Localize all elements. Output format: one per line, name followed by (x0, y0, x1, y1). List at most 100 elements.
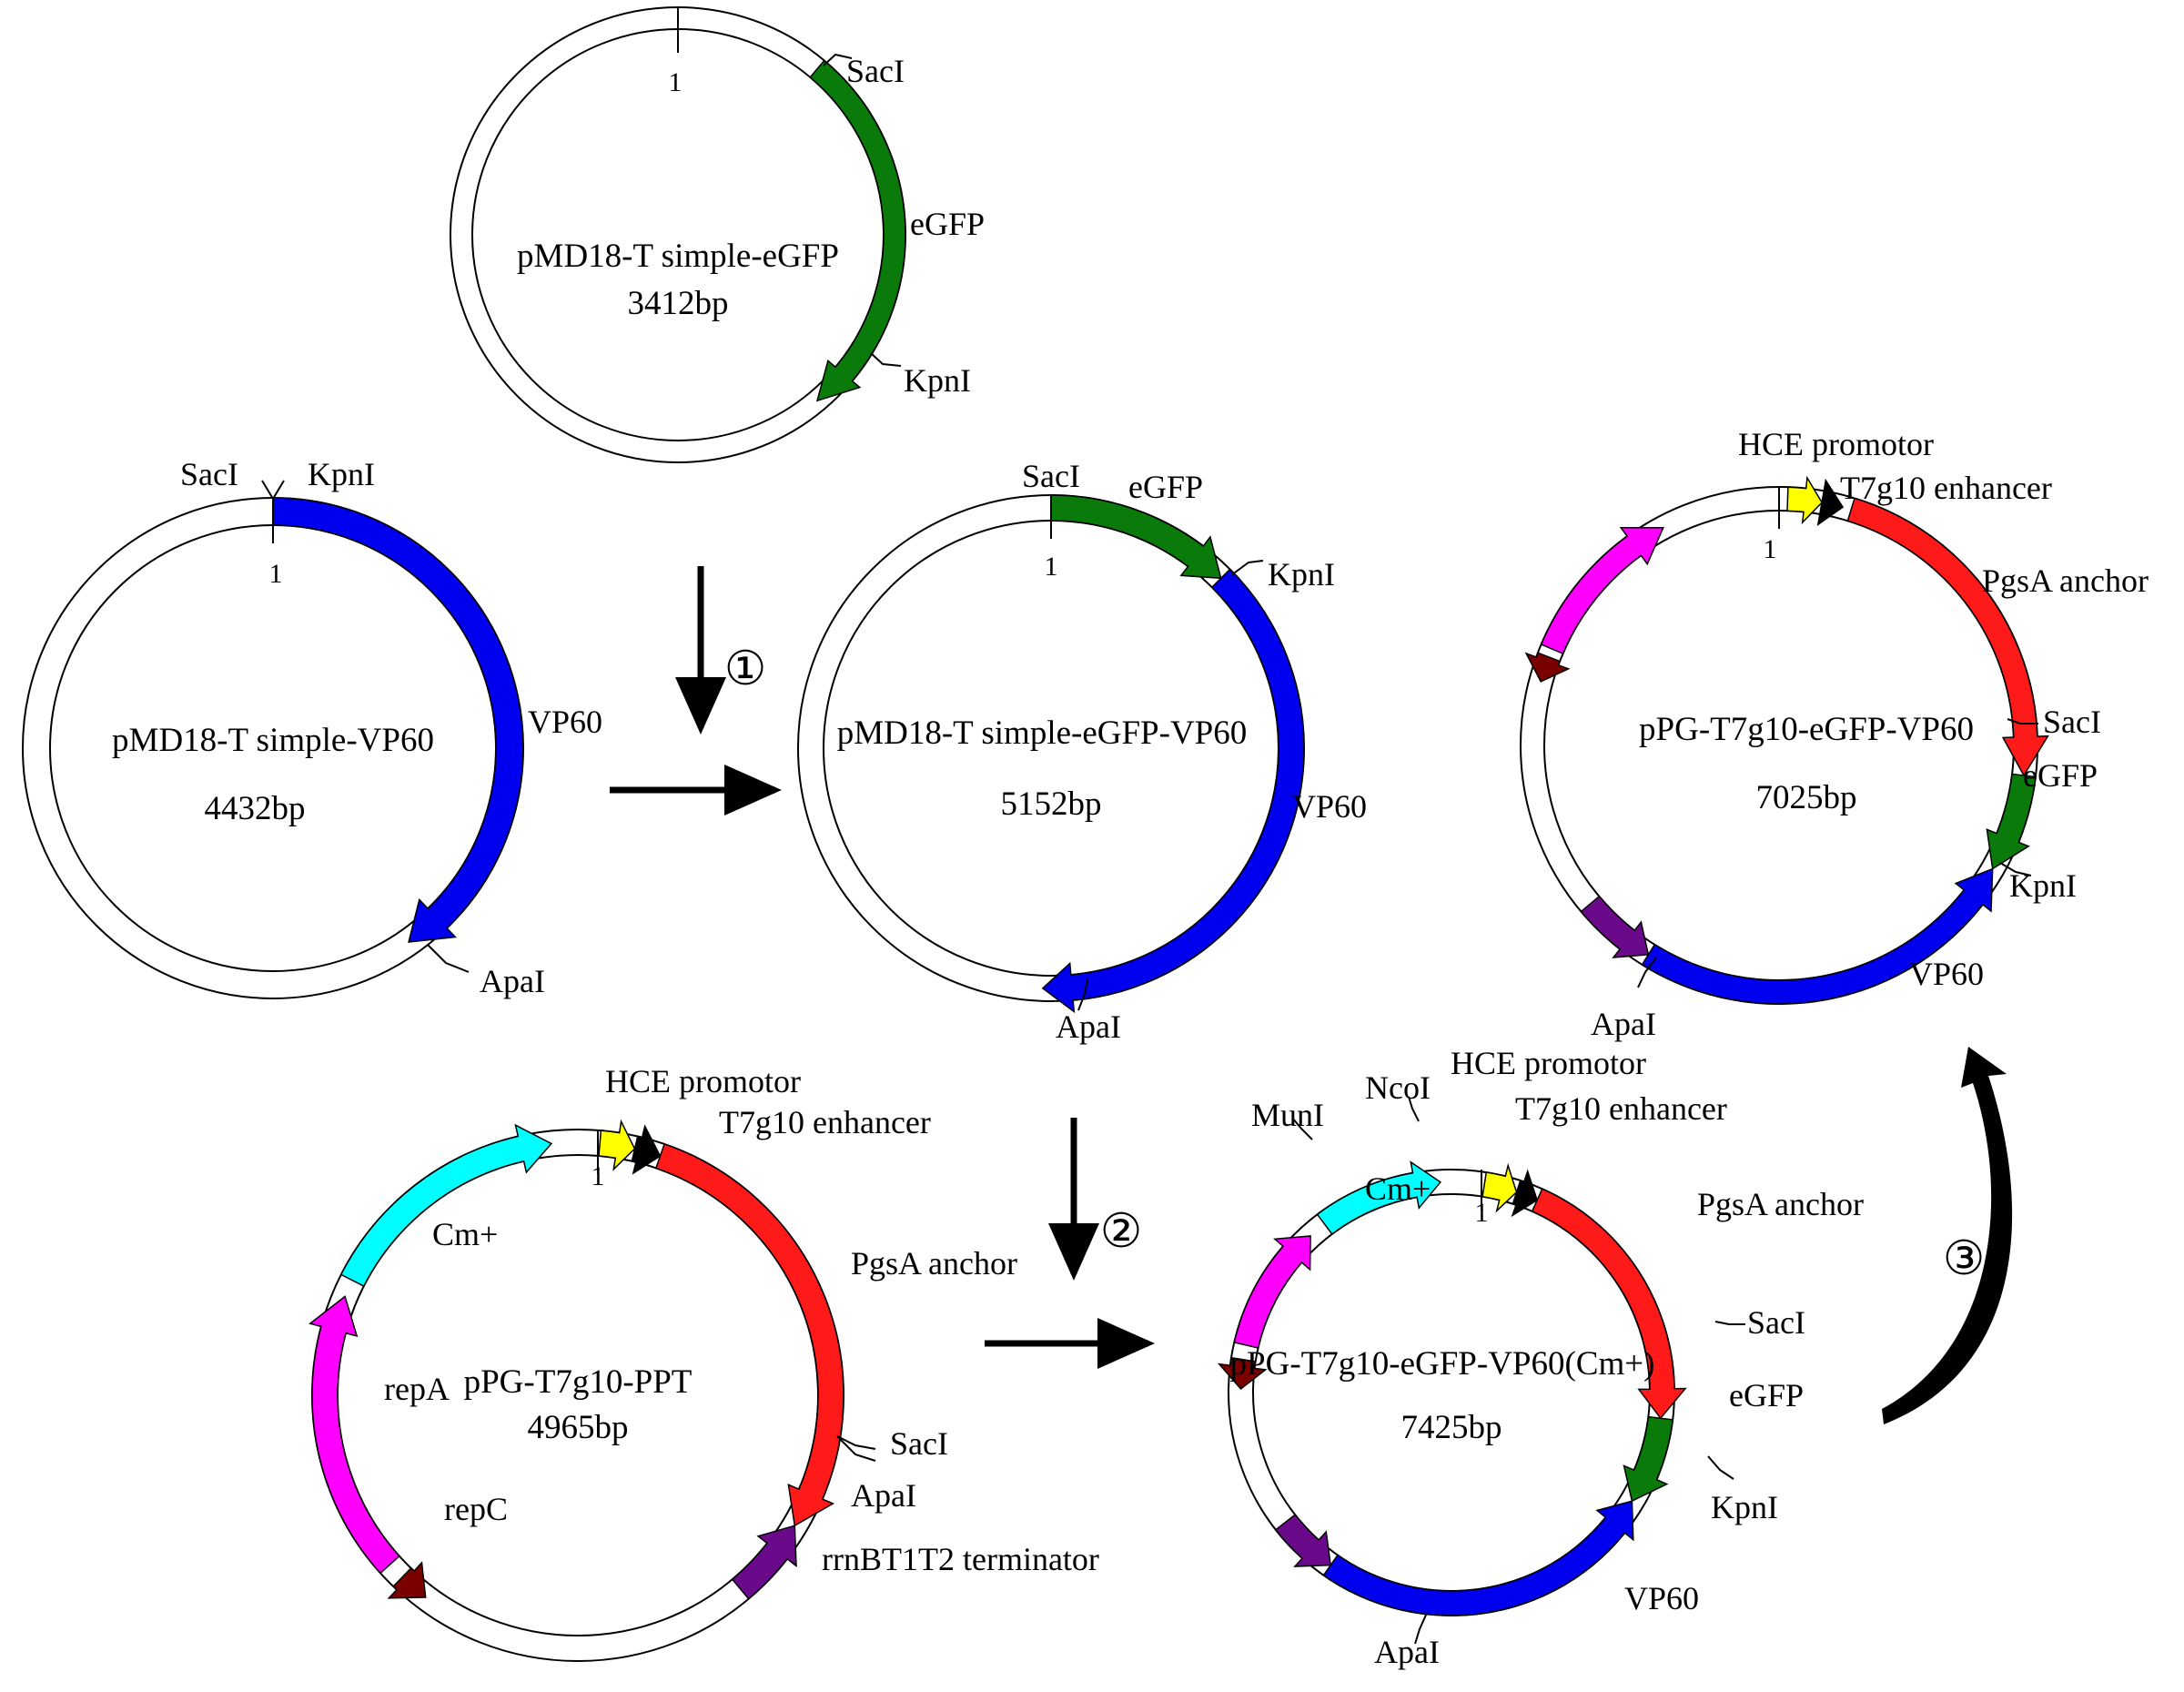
step2-badge: ② (1100, 1206, 1143, 1258)
p6-pgsa-label: PgsA anchor (1697, 1186, 1864, 1222)
p6-hce-arrow (1481, 1162, 1518, 1213)
p6-t7g10-arrow (1511, 1169, 1539, 1218)
p4-egfp-label: eGFP (2023, 757, 2098, 794)
workflow-arrows: ① ② ③ (610, 566, 2013, 1424)
p5-repa-label: repA (384, 1371, 450, 1407)
p4-repa-arrow (1540, 526, 1664, 655)
p5-repc-arrow (387, 1561, 427, 1599)
origin-ticks (272, 7, 1780, 1211)
p1-egfp-arrow (809, 59, 906, 402)
p5-t7g10-label: T7g10 enhancer (719, 1104, 931, 1140)
step3-badge: ③ (1943, 1233, 1986, 1285)
p5-t7g10-arrow (631, 1124, 662, 1175)
p2-size: 4432bp (205, 790, 306, 827)
p6-saci-label: SacI (1747, 1304, 1805, 1341)
p4-hce-arrow (1786, 475, 1824, 525)
p6-vp60-label: VP60 (1624, 1580, 1699, 1616)
p4-apai-label: ApaI (1591, 1006, 1656, 1042)
p1-name: pMD18-T simple-eGFP (517, 238, 839, 275)
p4-size: 7025bp (1756, 779, 1857, 816)
p6-pgsa-arrow (1531, 1188, 1687, 1420)
p3-egfp-arrow (1050, 494, 1222, 580)
p5-cm-arrow (339, 1123, 553, 1288)
p2-kpni-label: KpnI (308, 456, 375, 492)
plasmid-p3: pMD18-T simple-eGFP-VP60 5152bp 1 SacI e… (837, 458, 1367, 1045)
p6-muni-label: MunI (1251, 1097, 1324, 1133)
p6-apai-label: ApaI (1374, 1634, 1440, 1670)
p2-name: pMD18-T simple-VP60 (112, 722, 434, 759)
p4-hce-label: HCE promotor (1738, 426, 1934, 462)
p6-repa-arrow (1233, 1235, 1311, 1349)
p4-pgsa-label: PgsA anchor (1982, 562, 2149, 599)
p5-origin: 1 (592, 1161, 605, 1191)
p2-origin: 1 (269, 559, 283, 589)
plasmid-features (272, 59, 2049, 1616)
p6-size: 7425bp (1401, 1409, 1502, 1446)
p3-origin: 1 (1045, 552, 1058, 582)
p6-rrnb-arrow (1274, 1514, 1332, 1567)
step1-badge: ① (724, 643, 767, 695)
p5-apai-label: ApaI (851, 1477, 916, 1514)
plasmid-p4: pPG-T7g10-eGFP-VP60 7025bp 1 HCE promoto… (1591, 426, 2149, 1042)
plasmid-p5: pPG-T7g10-PPT 4965bp 1 HCE promotor T7g1… (384, 1063, 1099, 1577)
step3-curved-arrow (1882, 1047, 2013, 1424)
p6-origin: 1 (1475, 1198, 1489, 1228)
p1-size: 3412bp (628, 285, 729, 322)
p4-t7g10-label: T7g10 enhancer (1840, 470, 2052, 506)
p4-t7g10-arrow (1816, 478, 1845, 527)
p4-repc-arrow (1524, 652, 1571, 683)
p5-saci-label: SacI (890, 1425, 948, 1462)
p5-cm-label: Cm+ (432, 1216, 498, 1252)
p6-cm-arrow (1316, 1160, 1442, 1235)
p3-size: 5152bp (1001, 785, 1102, 823)
p1-saci-label: SacI (846, 53, 905, 89)
p5-size: 4965bp (528, 1409, 629, 1446)
p6-name: pPG-T7g10-eGFP-VP60(Cm+) (1230, 1345, 1655, 1383)
plasmid-p2: pMD18-T simple-VP60 4432bp 1 SacI KpnI V… (112, 456, 602, 999)
p5-repa-arrow (308, 1295, 400, 1575)
p5-repc-label: repC (444, 1491, 508, 1527)
p4-pgsa-arrow (1846, 497, 2049, 777)
p2-vp60-arrow (272, 497, 524, 943)
p3-vp60-label: VP60 (1292, 788, 1367, 825)
p6-egfp-arrow (1623, 1415, 1674, 1503)
p5-pgsa-label: PgsA anchor (851, 1245, 1017, 1282)
p2-apai-label: ApaI (480, 963, 545, 999)
p3-kpni-label: KpnI (1268, 556, 1335, 593)
p6-t7g10-label: T7g10 enhancer (1515, 1090, 1727, 1127)
p6-ncoi-label: NcoI (1365, 1069, 1431, 1106)
p1-kpni-label: KpnI (904, 362, 971, 399)
p3-saci-label: SacI (1022, 458, 1080, 494)
p4-egfp-arrow (1986, 773, 2037, 870)
p6-cm-label: Cm+ (1365, 1170, 1431, 1207)
p3-egfp-label: eGFP (1128, 469, 1203, 505)
p4-kpni-label: KpnI (2009, 867, 2077, 904)
p6-vp60-arrow (1322, 1500, 1634, 1616)
site-ticks (261, 53, 2038, 1645)
p1-egfp-label: eGFP (910, 206, 985, 242)
p6-egfp-label: eGFP (1729, 1377, 1804, 1413)
plasmid-p1: pMD18-T simple-eGFP 3412bp 1 SacI eGFP K… (517, 53, 985, 399)
p3-apai-label: ApaI (1056, 1008, 1121, 1045)
p5-rrnb-label: rrnBT1T2 terminator (822, 1541, 1099, 1577)
p4-name: pPG-T7g10-eGFP-VP60 (1639, 711, 1974, 748)
p2-vp60-label: VP60 (528, 704, 602, 740)
p6-repc-arrow (1217, 1356, 1268, 1391)
p3-vp60-arrow (1041, 568, 1305, 1014)
p2-saci-label: SacI (180, 456, 238, 492)
p4-rrnb-arrow (1580, 895, 1650, 958)
p4-saci-label: SacI (2043, 704, 2101, 740)
p4-vp60-arrow (1641, 867, 1994, 1005)
p6-kpni-label: KpnI (1711, 1489, 1778, 1525)
p5-hce-arrow (598, 1119, 636, 1171)
p5-rrnb-arrow (731, 1525, 797, 1600)
plasmid-p6: pPG-T7g10-eGFP-VP60(Cm+) 7425bp 1 MunI N… (1230, 1045, 1864, 1670)
p4-origin: 1 (1764, 534, 1777, 564)
p3-name: pMD18-T simple-eGFP-VP60 (837, 714, 1248, 752)
p5-hce-label: HCE promotor (605, 1063, 801, 1099)
p6-hce-label: HCE promotor (1451, 1045, 1646, 1081)
p5-pgsa-arrow (654, 1142, 844, 1527)
p4-vp60-label: VP60 (1909, 956, 1984, 992)
p5-name: pPG-T7g10-PPT (464, 1363, 693, 1401)
